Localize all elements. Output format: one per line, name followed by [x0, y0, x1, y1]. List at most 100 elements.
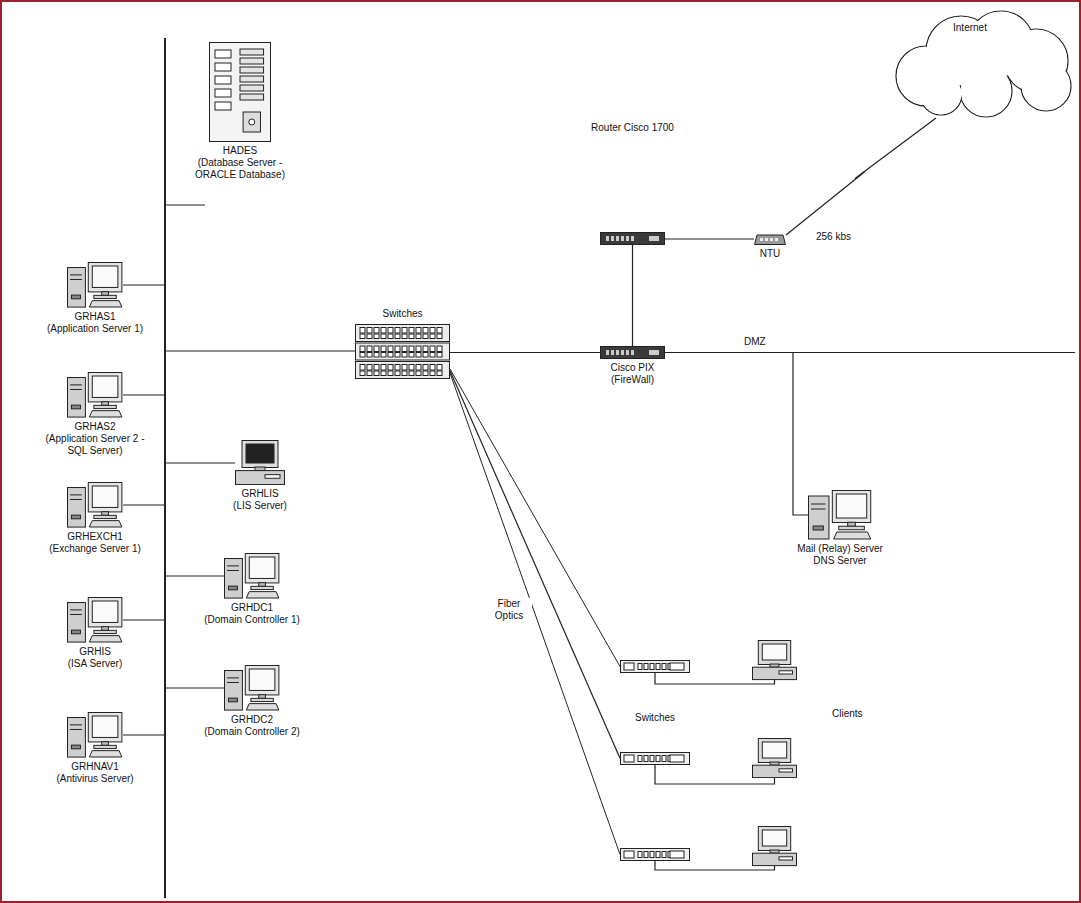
icon-part: [70, 724, 82, 725]
switch-port: [395, 327, 400, 333]
monitor: [245, 666, 279, 695]
icon-part: [70, 279, 82, 280]
icon-part: [811, 509, 825, 510]
power-button: [228, 698, 237, 702]
tower-case: [68, 378, 86, 418]
monitor: [88, 598, 122, 627]
switch-port: [367, 371, 372, 376]
switch-port: [388, 364, 393, 370]
network-link: [450, 371, 620, 759]
server-node: GRHAS2(Application Server 2 - SQL Server…: [35, 372, 155, 456]
switch-port: [644, 755, 648, 761]
icon-part: [70, 384, 82, 385]
switch-port: [423, 346, 428, 352]
drive-bay: [215, 76, 231, 84]
node-name: Mail (Relay) Server: [797, 543, 883, 555]
panel: [243, 112, 260, 132]
node-name: Switches: [382, 308, 422, 320]
switch-port: [402, 327, 407, 333]
monitor-base: [251, 698, 273, 701]
tower-case: [68, 488, 86, 528]
router-port: [621, 350, 624, 355]
icon-part: [70, 389, 82, 390]
switch-port: [402, 334, 407, 339]
cable-label: Fiber Optics: [486, 598, 532, 622]
node-name: GRHNAV1: [71, 761, 119, 773]
switch-port: [374, 352, 379, 357]
monitor-stand: [848, 522, 856, 526]
switch3-icon: [355, 324, 450, 379]
switch-body: [621, 661, 690, 673]
power-button: [813, 526, 823, 530]
desktop-case: [753, 853, 797, 865]
keyboard: [89, 636, 121, 642]
router-port: [616, 350, 619, 355]
bus-drop: [123, 505, 165, 506]
switch-port: [395, 364, 400, 370]
drive-bay: [240, 85, 264, 91]
switch-port: [656, 755, 660, 761]
client-computer: [753, 827, 797, 866]
screen: [249, 557, 275, 578]
icon-part: [70, 274, 82, 275]
bus-drop: [165, 463, 235, 464]
switch-port: [409, 346, 414, 352]
server-icon: [67, 712, 123, 758]
drive-bay: [215, 102, 231, 110]
switch-port: [381, 327, 386, 333]
switch-port: [416, 352, 421, 357]
router-port: [616, 236, 619, 241]
switch-port: [388, 371, 393, 376]
switch-port: [650, 664, 654, 670]
switch-port: [416, 334, 421, 339]
switch-port: [374, 371, 379, 376]
server-icon: [808, 490, 872, 540]
bus-drop: [123, 395, 165, 396]
switch-port: [360, 346, 365, 352]
switch-port: [360, 364, 365, 370]
switch-port: [409, 364, 414, 370]
switch-port: [437, 352, 442, 357]
monitor: [88, 373, 122, 402]
screen: [92, 601, 118, 622]
switch-body: [356, 343, 450, 360]
server-node: GRHIS(ISA Server): [35, 597, 155, 670]
icon-part: [811, 504, 825, 505]
router-port: [631, 236, 634, 241]
icon-part: [70, 729, 82, 730]
node-description: (ISA Server): [68, 658, 122, 670]
router-port: [611, 350, 614, 355]
switch-icon: [620, 752, 690, 765]
pc-icon: [752, 738, 797, 778]
switch-port: [638, 664, 642, 670]
bus-drop: [165, 351, 355, 352]
drive-slot: [779, 857, 793, 860]
client-wire: [655, 861, 775, 870]
switch-port: [437, 327, 442, 333]
router-port: [626, 236, 629, 241]
switch-port: [381, 364, 386, 370]
switch-port: [430, 352, 435, 357]
firewall-node: Cisco PIX(FireWall): [595, 346, 670, 386]
screen: [92, 266, 118, 287]
ntu-node: NTU: [745, 233, 795, 260]
zone-label: DMZ: [742, 336, 768, 348]
monitor-stand: [102, 292, 109, 296]
screen: [762, 742, 786, 758]
switch-port: [395, 346, 400, 352]
switch-port: [409, 352, 414, 357]
icon-part: [227, 682, 239, 683]
fiber-line: [450, 373, 620, 855]
switch-port: [430, 334, 435, 339]
node-description: (Database Server - ORACLE Database): [180, 157, 300, 181]
drive-slot: [779, 671, 793, 674]
power-button: [228, 586, 237, 590]
ntu-led: [775, 238, 778, 241]
tower-case: [809, 496, 829, 539]
drive-bay: [240, 67, 264, 73]
switch-port: [367, 327, 372, 333]
monitor: [88, 483, 122, 512]
switch-port: [409, 327, 414, 333]
